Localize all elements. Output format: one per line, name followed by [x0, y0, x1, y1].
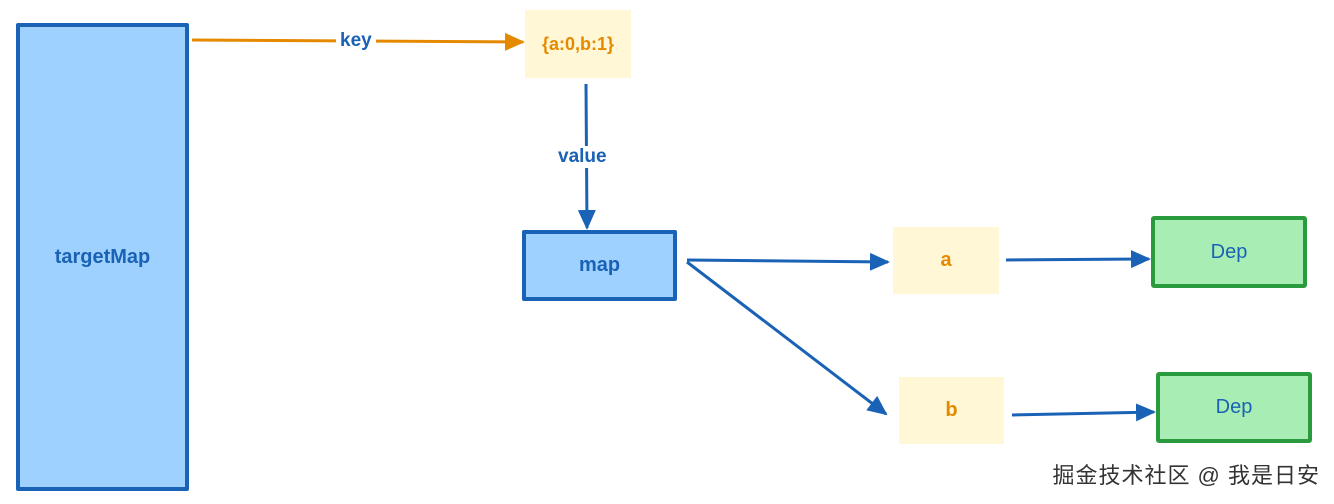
- key-edge-label: key: [336, 30, 376, 52]
- key-object-label: {a:0,b:1}: [541, 33, 615, 54]
- map-to-b-edge: [686, 260, 888, 416]
- a-node: a: [893, 227, 999, 294]
- b-node: b: [899, 377, 1004, 444]
- b-to-dep-edge: [1011, 403, 1156, 422]
- map-label: map: [578, 254, 621, 276]
- key-object-node: {a:0,b:1}: [525, 10, 631, 78]
- targetmap-node: targetMap: [16, 23, 189, 491]
- map-node: map: [522, 230, 677, 301]
- targetmap-label: targetMap: [54, 245, 151, 268]
- a-to-dep-edge: [1005, 250, 1151, 269]
- dep-a-node: Dep: [1151, 216, 1307, 288]
- dep-a-label: Dep: [1210, 240, 1248, 263]
- a-label: a: [940, 249, 952, 271]
- dep-b-node: Dep: [1156, 372, 1312, 443]
- watermark: 掘金技术社区 @ 我是日安: [1052, 463, 1320, 488]
- dep-b-label: Dep: [1215, 396, 1253, 418]
- map-to-a-edge: [686, 252, 890, 271]
- b-label: b: [945, 399, 958, 421]
- value-edge-label: value: [554, 146, 611, 168]
